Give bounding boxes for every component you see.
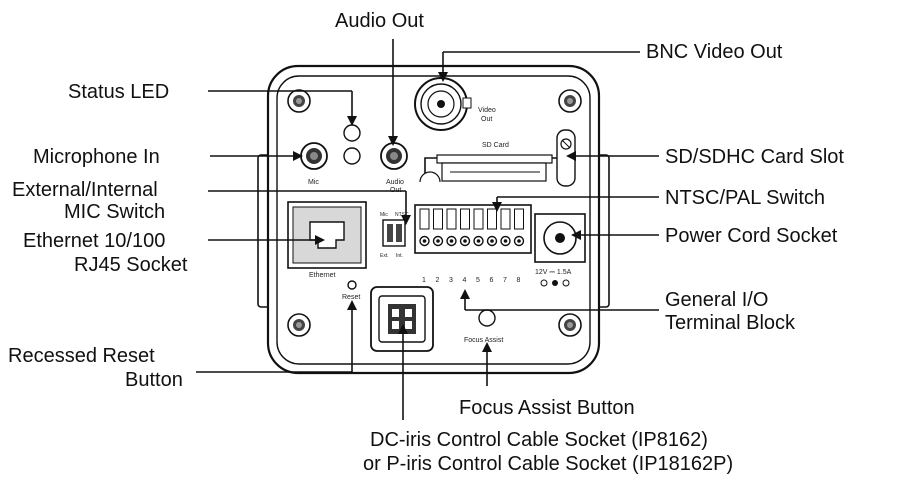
terminal-pin-7 bbox=[500, 208, 511, 247]
callout-gio-line1: General I/O bbox=[665, 289, 768, 311]
terminal-number-6: 6 bbox=[490, 277, 494, 284]
callout-mic-switch-line1: External/Internal bbox=[12, 179, 158, 201]
terminal-number-2: 2 bbox=[436, 277, 440, 284]
callout-audio-out: Audio Out bbox=[335, 10, 424, 32]
corner-screw-bottom-left bbox=[287, 313, 311, 337]
microphone-in-jack bbox=[300, 142, 328, 170]
audio-out-label-1: Audio bbox=[386, 179, 404, 186]
callout-power-cord-socket: Power Cord Socket bbox=[665, 225, 838, 247]
leader-lines bbox=[196, 39, 659, 420]
recessed-reset-button bbox=[347, 280, 357, 290]
corner-screw-top-right bbox=[558, 89, 582, 113]
bnc-video-out-connector bbox=[414, 77, 472, 131]
terminal-number-1: 1 bbox=[422, 277, 426, 284]
terminal-pin-1 bbox=[419, 208, 430, 247]
callout-ethernet-line2: RJ45 Socket bbox=[74, 254, 188, 276]
terminal-pin-6 bbox=[486, 208, 498, 247]
focus-assist-label: Focus Assist bbox=[464, 337, 503, 344]
callout-focus-assist-button: Focus Assist Button bbox=[459, 397, 635, 419]
terminal-numbers: 1 2 3 4 5 6 7 8 bbox=[422, 277, 521, 284]
corner-screw-bottom-right bbox=[558, 313, 582, 337]
terminal-number-4: 4 bbox=[463, 277, 467, 284]
callout-iris-line1: DC-iris Control Cable Socket (IP8162) bbox=[370, 429, 708, 451]
callout-sd-card-slot: SD/SDHC Card Slot bbox=[665, 146, 844, 168]
mic-label: Mic bbox=[308, 179, 319, 186]
video-out-label-2: Out bbox=[481, 116, 492, 123]
terminal-number-5: 5 bbox=[476, 277, 480, 284]
terminal-number-7: 7 bbox=[503, 277, 507, 284]
corner-screw-top-left bbox=[287, 89, 311, 113]
terminal-pin-4 bbox=[459, 208, 471, 247]
arrowheads bbox=[293, 72, 581, 352]
status-led bbox=[343, 124, 361, 165]
callout-reset-line1: Recessed Reset bbox=[8, 345, 155, 367]
callout-bnc-video-out: BNC Video Out bbox=[646, 41, 783, 63]
reset-label: Reset bbox=[342, 294, 360, 301]
switch-label-ext: Ext. bbox=[380, 253, 389, 259]
general-io-terminal-block bbox=[414, 204, 532, 254]
ethernet-rj45-socket bbox=[287, 201, 367, 269]
terminal-number-8: 8 bbox=[517, 277, 521, 284]
callout-microphone-in: Microphone In bbox=[33, 146, 160, 168]
sd-card-label: SD Card bbox=[482, 142, 509, 149]
callout-gio-line2: Terminal Block bbox=[665, 312, 796, 334]
terminal-pin-8 bbox=[513, 208, 525, 247]
polarity-symbol bbox=[540, 279, 570, 287]
terminal-number-3: 3 bbox=[449, 277, 453, 284]
iris-control-cable-socket bbox=[370, 286, 434, 352]
callout-status-led: Status LED bbox=[68, 81, 169, 103]
ethernet-label: Ethernet bbox=[309, 272, 336, 279]
switch-label-int: Int. bbox=[396, 253, 403, 259]
terminal-pin-5 bbox=[473, 208, 484, 247]
mic-ntsc-switch bbox=[382, 219, 406, 247]
terminal-pin-2 bbox=[432, 208, 444, 247]
callout-mic-switch-line2: MIC Switch bbox=[64, 201, 165, 223]
audio-out-jack bbox=[380, 142, 408, 170]
callout-iris-line2: or P-iris Control Cable Socket (IP18162P… bbox=[363, 453, 733, 475]
terminal-pin-3 bbox=[446, 208, 457, 247]
callout-reset-line2: Button bbox=[125, 369, 183, 391]
video-out-label-1: Video bbox=[478, 107, 496, 114]
power-rating-label: 12V ⎓ 1.5A bbox=[535, 269, 572, 276]
callout-ntsc-pal-switch: NTSC/PAL Switch bbox=[665, 187, 825, 209]
callout-ethernet-line1: Ethernet 10/100 bbox=[23, 230, 165, 252]
switch-label-mic: Mic bbox=[380, 212, 388, 218]
power-cord-socket bbox=[534, 213, 586, 263]
focus-assist-button bbox=[478, 309, 496, 327]
